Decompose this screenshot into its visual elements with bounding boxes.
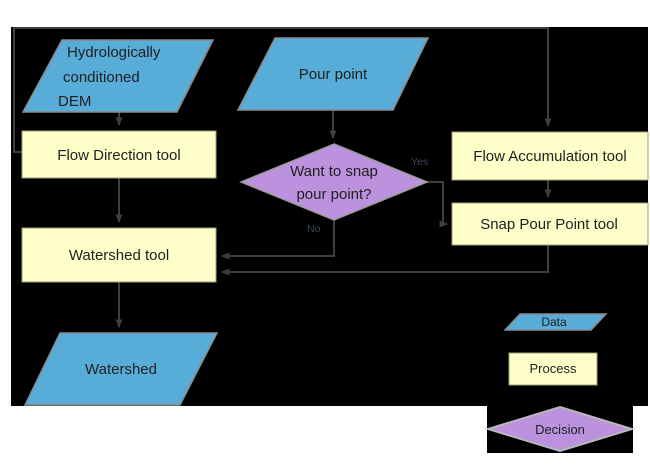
node-decision-label-line2: pour point? xyxy=(296,186,371,203)
node-snap-pour-point-label: Snap Pour Point tool xyxy=(480,216,618,233)
node-watershed-label: Watershed xyxy=(85,361,157,378)
edge-label-yes: Yes xyxy=(411,156,428,168)
legend-data-shape xyxy=(503,313,608,331)
node-watershed-tool xyxy=(21,227,217,283)
node-decision-want-to-snap xyxy=(239,143,429,221)
edge-label-no: No xyxy=(307,223,321,235)
node-flow-direction-label: Flow Direction tool xyxy=(57,147,180,164)
node-watershed-output xyxy=(23,332,219,406)
node-snap-pour-point-tool xyxy=(451,202,649,246)
connector-flow-direction-to-flow-accumulation xyxy=(13,27,552,153)
node-watershed-tool-label: Watershed tool xyxy=(69,247,169,264)
legend-process-shape xyxy=(508,352,598,386)
legend-process-label: Process xyxy=(530,361,577,376)
node-dem-label-line1: Hydrologically xyxy=(67,44,161,61)
connector-decision-no-to-watershed-tool xyxy=(221,220,335,260)
node-flow-direction-tool xyxy=(21,130,217,179)
node-flow-accumulation-label: Flow Accumulation tool xyxy=(473,148,626,165)
node-pour-point-label: Pour point xyxy=(299,66,368,83)
node-flow-accumulation-tool xyxy=(451,131,649,181)
node-dem-label-line3: DEM xyxy=(58,93,91,110)
node-dem-label-line2: conditioned xyxy=(63,69,140,86)
legend-decision-label: Decision xyxy=(535,422,585,437)
node-pour-point xyxy=(236,37,430,111)
node-decision-label-line1: Want to snap xyxy=(290,163,378,180)
legend-data-label: Data xyxy=(541,315,567,329)
node-hydrologically-conditioned-dem xyxy=(21,39,215,113)
connector-decision-yes-to-snap-pour-point xyxy=(427,181,448,228)
connector-snap-pour-point-to-watershed-tool xyxy=(221,245,549,276)
legend-decision-shape xyxy=(484,405,636,453)
